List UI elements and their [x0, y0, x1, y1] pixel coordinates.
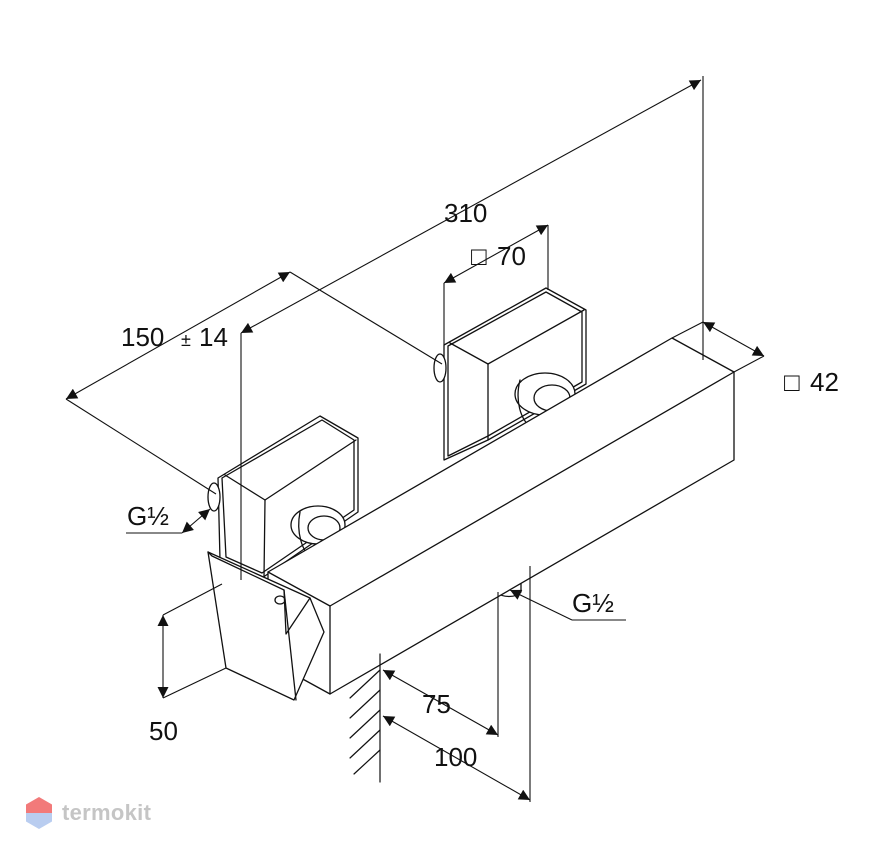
dimension-labels: 310 □ 70 150 ± 14 □ 42 G½ G½ 50 75 100	[121, 198, 839, 772]
dim-height	[157, 583, 227, 699]
left-escutcheon	[217, 415, 359, 579]
dim-spacing	[65, 271, 443, 495]
label-escutcheon: 70	[497, 241, 526, 271]
leader-thread-bottom	[509, 589, 626, 621]
spout	[207, 551, 325, 701]
dim-projection-long	[382, 566, 531, 802]
label-body-square: 42	[810, 367, 839, 397]
watermark: termokit	[24, 793, 151, 833]
left-eccentric-connector	[207, 482, 346, 559]
dim-escutcheon	[443, 224, 549, 345]
label-height: 50	[149, 716, 178, 746]
label-thread-bottom: G½	[572, 588, 614, 618]
dim-body-square	[671, 321, 765, 373]
label-spacing-tol-sign: ±	[181, 330, 191, 350]
termokit-hexagon-icon	[26, 797, 52, 829]
label-thread-left: G½	[127, 501, 169, 531]
wall-hatch	[349, 653, 381, 783]
label-square-sign-42: □	[784, 367, 800, 397]
label-projection-long: 100	[434, 742, 477, 772]
label-square-sign-70: □	[471, 241, 487, 271]
watermark-text: termokit	[62, 800, 152, 825]
label-spacing: 150	[121, 322, 164, 352]
label-overall-length: 310	[444, 198, 487, 228]
label-spacing-tol: 14	[199, 322, 228, 352]
leader-thread-left	[126, 508, 211, 534]
label-projection-short: 75	[422, 689, 451, 719]
